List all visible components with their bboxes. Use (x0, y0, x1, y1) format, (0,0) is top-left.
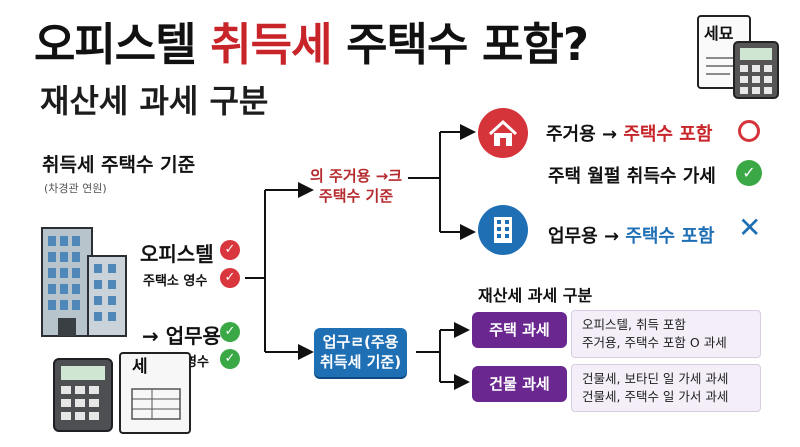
title-part1: 오피스텔 (34, 18, 197, 71)
business-criterion: 업구ㄹ(주용 취득세 기준) (314, 328, 408, 377)
housing-tax-label: 주택 과세 (472, 312, 567, 348)
business-label: → 업무용 (142, 324, 221, 348)
building-tax-description: 건물세, 보타딘 일 가세 과세 건물세, 주택수 일 가서 과세 (571, 364, 761, 413)
office-building-icon-small (494, 217, 512, 243)
doc-label: 세묘 (704, 24, 734, 43)
business-result: 업무용 → 주택수 포함 (548, 226, 715, 247)
title-part2: 주택수 포함? (346, 18, 589, 71)
house-badge (478, 108, 528, 158)
building-tax-label: 건물 과세 (472, 366, 567, 402)
check-icon-green: ✓ (220, 322, 240, 342)
check-icon-red: ✓ (220, 268, 240, 288)
doc-label-small: 세 (132, 357, 148, 377)
officetel-label: 오피스텔 (140, 242, 214, 266)
check-icon-red: ✓ (220, 240, 240, 260)
office-building-icon (41, 227, 127, 337)
o-mark-icon: O (738, 120, 760, 142)
officetel-sub: 주택소 영수 (143, 274, 208, 289)
residential-criterion: 의 주거용 →크 주택수 기준 (310, 167, 403, 206)
office-badge (478, 205, 528, 255)
left-section-title: 취득세 주택수 기준 (42, 154, 196, 176)
check-icon-green: ✓ (736, 160, 762, 186)
page-subtitle: 재산세 과세 구분 (40, 82, 269, 120)
left-section-note: (차경관 연원) (44, 182, 107, 195)
residential-result: 주거용 → 주택수 포함 (546, 124, 713, 145)
tax-document-calculator-icon (697, 15, 779, 99)
housing-tax-description: 오피스텔, 취득 포함 주거용, 주택수 포함 O 과세 (571, 310, 761, 359)
residential-note: 주택 월펄 취득수 가세 (548, 166, 716, 187)
property-tax-title: 재산세 과세 구분 (478, 286, 593, 305)
check-icon-green: ✓ (220, 349, 240, 369)
house-icon (488, 119, 518, 146)
calculator-document-icon (53, 352, 191, 434)
x-mark-icon: ✕ (738, 211, 762, 244)
title-accent: 취득세 (210, 18, 332, 71)
page-title: 오피스텔 취득세 주택수 포함? (34, 22, 589, 67)
